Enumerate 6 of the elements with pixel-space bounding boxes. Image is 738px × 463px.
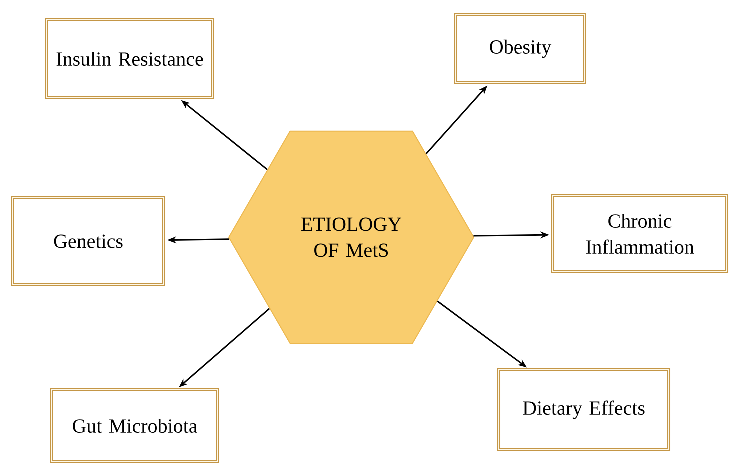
label-box: Dietary Effects <box>498 368 670 452</box>
label-box: Insulin Resistance <box>46 18 214 100</box>
label-box: Gut Microbiota <box>50 388 220 463</box>
label-box: Genetics <box>12 196 166 286</box>
label-box: Obesity <box>454 14 586 84</box>
label-box: Chronic Inflammation <box>552 194 728 274</box>
